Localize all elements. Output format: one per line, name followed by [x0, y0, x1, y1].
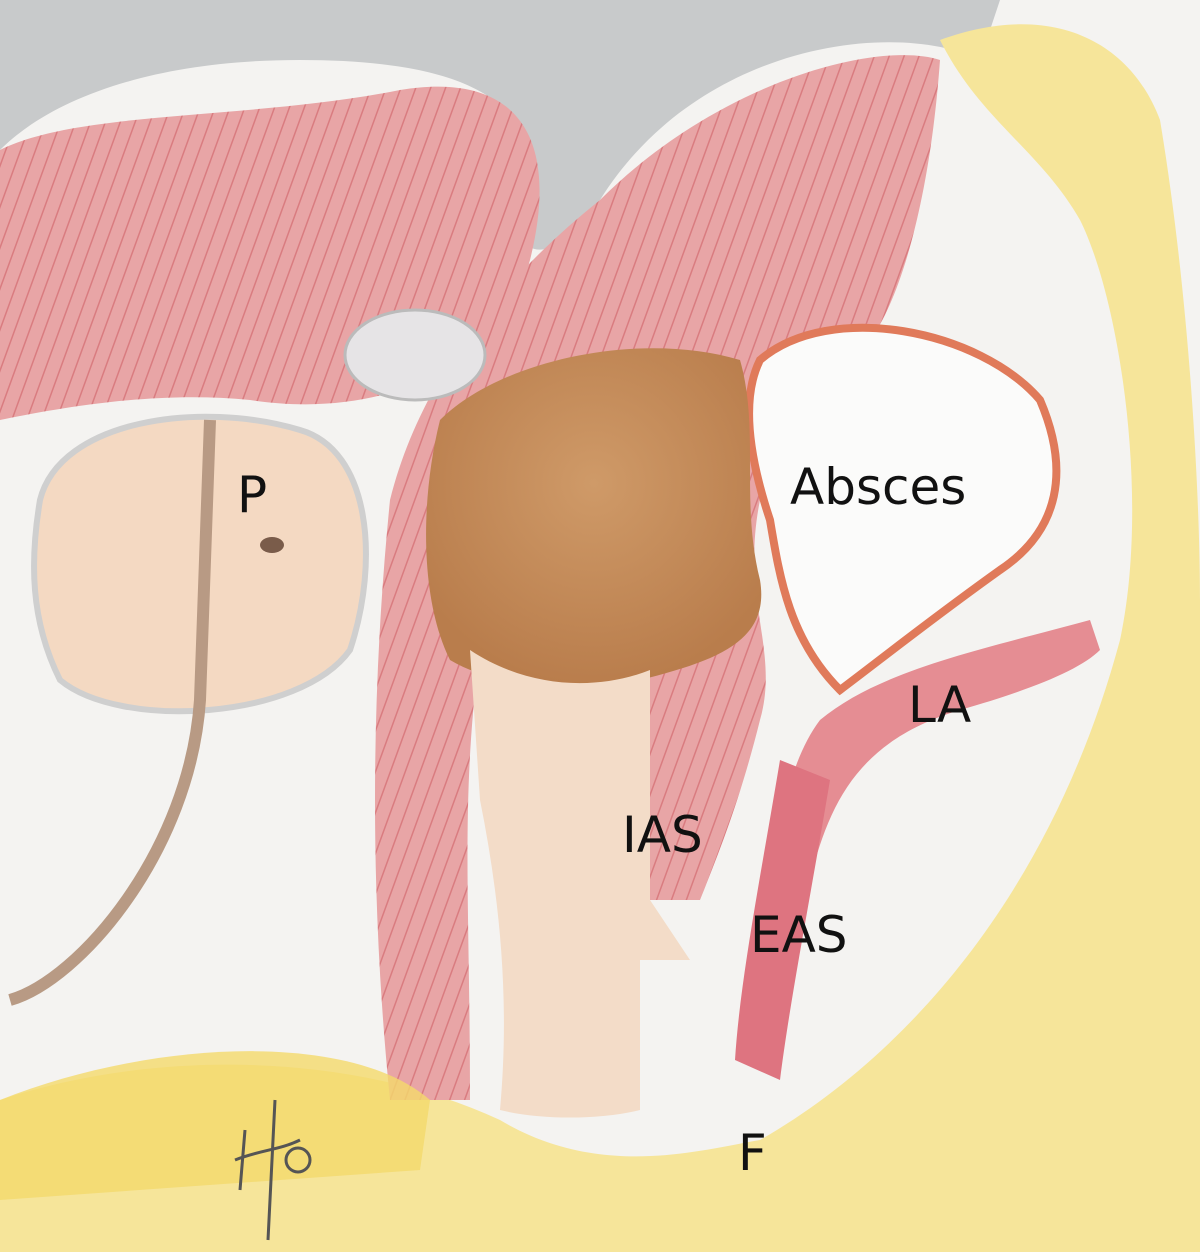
anal-canal: [470, 650, 690, 1118]
bladder-grey-tissue: [0, 0, 1000, 250]
perineal-fat: [0, 1051, 430, 1200]
label-abscess: Absces: [790, 458, 967, 516]
levator-ani-muscle: [770, 620, 1100, 880]
artist-signature: [234, 1099, 312, 1241]
seminal-vesicle: [343, 308, 487, 402]
external-sphincter: [735, 760, 830, 1080]
label-fistula: F: [738, 1124, 767, 1182]
label-levator-ani: LA: [908, 676, 972, 734]
label-internal-anal-sphincter: IAS: [622, 806, 703, 864]
abscess-cavity: [745, 323, 1061, 696]
urethra: [8, 419, 216, 1006]
label-external-anal-sphincter: EAS: [750, 906, 848, 964]
rectal-ampulla: [426, 348, 762, 686]
ejaculatory-duct: [260, 537, 284, 553]
label-prostate: P: [237, 466, 268, 524]
